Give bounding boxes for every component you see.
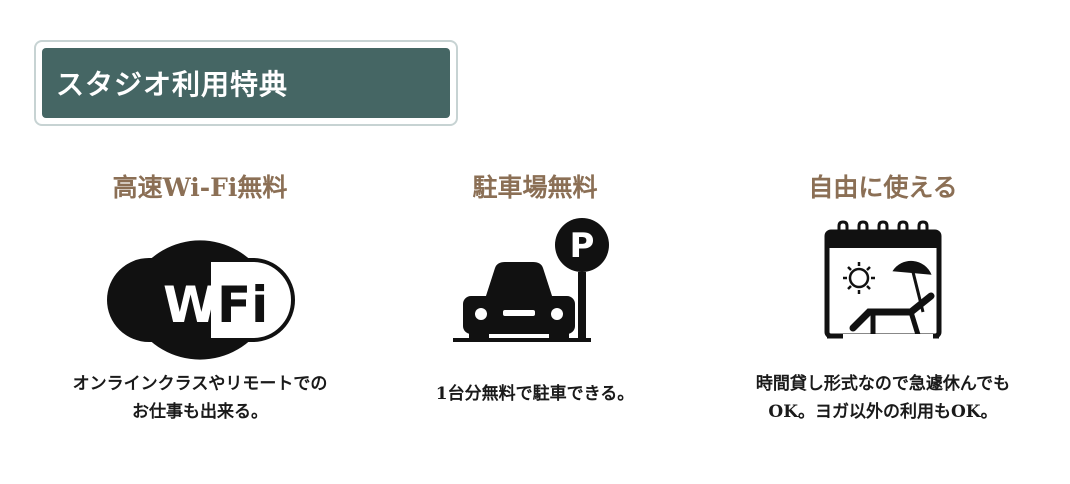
page-title: スタジオ利用特典 — [56, 68, 289, 101]
feature-free-use: 自由に使える — [713, 168, 1053, 426]
feature-desc-free-use-line-2: OK。ヨガ以外の利用もOK。 — [768, 402, 998, 422]
wifi-icon-right-text: Fi — [217, 276, 268, 334]
feature-icon-calendar-wrap — [713, 220, 1053, 370]
feature-desc-free-use-line-1: 時間貸し形式なので急遽休んでも — [755, 374, 1011, 394]
calendar-beach-icon — [824, 220, 942, 340]
feature-wifi: 高速Wi-Fi無料 Wi Fi オンラインクラスやリモートでの お仕事も出来る。 — [30, 168, 370, 426]
wifi-icon: Wi Fi — [107, 240, 295, 360]
feature-desc-wifi-line-1: オンラインクラスやリモートでの — [72, 374, 328, 394]
feature-desc-free-use: 時間貸し形式なので急遽休んでも OK。ヨガ以外の利用もOK。 — [713, 370, 1053, 426]
feature-parking: 駐車場無料 P 1台分無料で駐車できる。 — [365, 168, 705, 408]
feature-icon-wifi-wrap: Wi Fi — [30, 230, 370, 370]
header-banner-inner: スタジオ利用特典 — [42, 48, 450, 118]
feature-desc-wifi: オンラインクラスやリモートでの お仕事も出来る。 — [30, 370, 370, 426]
parking-sign-letter: P — [570, 226, 595, 266]
wifi-icon-left-text: Wi — [163, 276, 235, 334]
feature-desc-parking: 1台分無料で駐車できる。 — [365, 380, 705, 408]
feature-title-parking: 駐車場無料 — [472, 173, 598, 202]
feature-title-wifi: 高速Wi-Fi無料 — [112, 173, 288, 202]
parking-car-icon: P — [453, 218, 609, 342]
feature-title-free-use: 自由に使える — [808, 173, 958, 202]
feature-icon-parking-wrap: P — [365, 218, 705, 370]
header-banner: スタジオ利用特典 — [34, 40, 458, 126]
feature-desc-wifi-line-2: お仕事も出来る。 — [132, 402, 268, 422]
feature-desc-parking-line-1: 1台分無料で駐車できる。 — [435, 384, 635, 404]
